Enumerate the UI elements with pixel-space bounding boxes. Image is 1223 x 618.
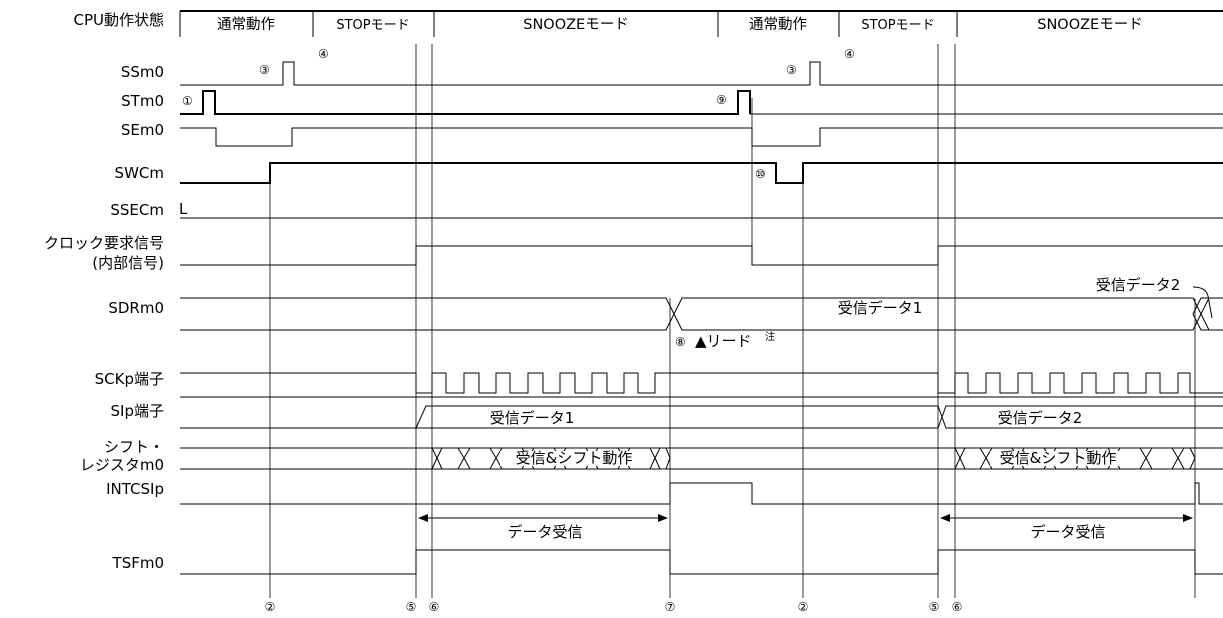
marker-2a: ② bbox=[265, 600, 276, 614]
marker-1: ① bbox=[182, 94, 193, 108]
sem0-label: SEm0 bbox=[121, 121, 164, 139]
sdrm0-rx-data-1: 受信データ1 bbox=[838, 299, 923, 317]
swcm-label: SWCm bbox=[115, 164, 164, 182]
tsfm0-waveform bbox=[180, 549, 1223, 575]
shift-op-label-1: 受信&シフト動作 bbox=[516, 449, 633, 467]
clock-request-label-line1: クロック要求信号 bbox=[44, 234, 164, 252]
ssecm-level-low: L bbox=[179, 200, 188, 218]
marker-9: ⑨ bbox=[716, 93, 727, 107]
cpu-state-row-label: CPU動作状態 bbox=[74, 11, 165, 29]
data-receive-label-2: データ受信 bbox=[1030, 523, 1105, 541]
vertical-reference-lines bbox=[269, 44, 1196, 598]
sip-rx-data-1: 受信データ1 bbox=[490, 409, 575, 427]
shift-register-label-line1: シフト・ bbox=[104, 438, 164, 456]
state-snooze-2: SNOOZEモード bbox=[1037, 17, 1142, 33]
shift-op-label-2: 受信&シフト動作 bbox=[1000, 449, 1117, 467]
marker-2b: ② bbox=[798, 600, 809, 614]
intcsip-label: INTCSIp bbox=[106, 480, 164, 498]
sem0-waveform bbox=[180, 127, 1223, 147]
sdrm0-label: SDRm0 bbox=[108, 299, 164, 317]
sip-rx-data-2: 受信データ2 bbox=[998, 409, 1083, 427]
shift-register-label-line2: レジスタm0 bbox=[80, 456, 164, 474]
step-markers: ① ③ ③ ④ ④ ⑨ ⑩ ② ⑤ ⑥ ⑦ ② ⑤ ⑥ bbox=[182, 47, 962, 614]
ssm0-waveform bbox=[180, 61, 1223, 86]
sckp-waveform bbox=[180, 372, 1223, 394]
state-stop-1: STOPモード bbox=[336, 18, 409, 33]
signal-labels: CPU動作状態 SSm0 STm0 SEm0 SWCm SSECm クロック要求… bbox=[44, 11, 164, 572]
swcm-waveform bbox=[180, 162, 1223, 184]
data-receive-label-1: データ受信 bbox=[507, 523, 582, 541]
sip-label: SIp端子 bbox=[111, 402, 164, 420]
ssm0-label: SSm0 bbox=[121, 63, 164, 81]
read-note: ▲リード bbox=[695, 332, 752, 350]
stm0-waveform bbox=[180, 90, 751, 115]
marker-8: ⑧ bbox=[675, 335, 686, 349]
clock-request-label-line2: (内部信号) bbox=[92, 254, 164, 272]
data-receive-arrows bbox=[418, 514, 1193, 522]
marker-6b: ⑥ bbox=[952, 600, 963, 614]
state-snooze-1: SNOOZEモード bbox=[523, 17, 628, 33]
state-normal-2: 通常動作 bbox=[749, 16, 807, 33]
ssecm-label: SSECm bbox=[110, 201, 164, 219]
marker-5a: ⑤ bbox=[406, 600, 417, 614]
marker-10: ⑩ bbox=[755, 167, 766, 181]
marker-3a: ③ bbox=[259, 63, 270, 77]
marker-4a: ④ bbox=[318, 47, 329, 61]
marker-4b: ④ bbox=[844, 47, 855, 61]
state-stop-2: STOPモード bbox=[861, 18, 934, 33]
sdrm0-rx-data-2: 受信データ2 bbox=[1096, 276, 1181, 294]
clock-request-waveform bbox=[180, 245, 1223, 266]
sip-waveform bbox=[180, 396, 1223, 429]
sdrm0-waveform bbox=[180, 286, 1223, 331]
stm0-label: STm0 bbox=[121, 92, 164, 110]
state-normal-1: 通常動作 bbox=[217, 16, 275, 33]
intcsip-waveform bbox=[180, 482, 1223, 505]
cpu-state-bar: 通常動作 STOPモード SNOOZEモード 通常動作 STOPモード SNOO… bbox=[179, 10, 1223, 37]
sckp-label: SCKp端子 bbox=[95, 370, 164, 388]
marker-3b: ③ bbox=[786, 63, 797, 77]
marker-6a: ⑥ bbox=[429, 600, 440, 614]
marker-5b: ⑤ bbox=[929, 600, 940, 614]
tsfm0-label: TSFm0 bbox=[112, 554, 164, 572]
read-note-superscript: 注 bbox=[765, 330, 775, 343]
marker-7: ⑦ bbox=[665, 600, 676, 614]
